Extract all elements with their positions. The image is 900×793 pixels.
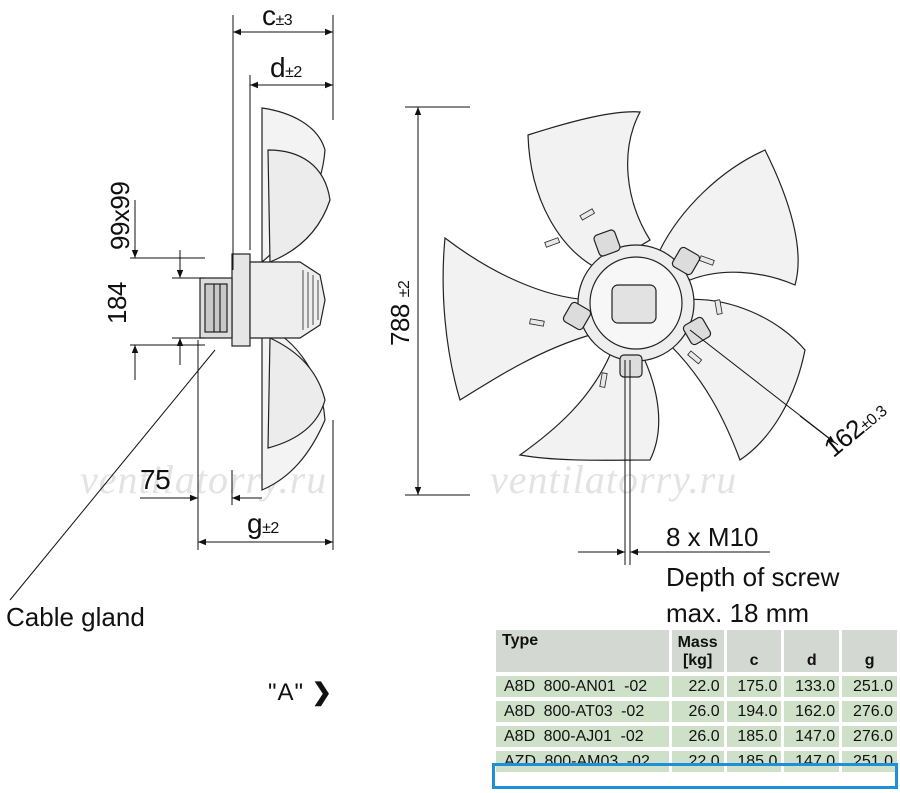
cell-g: 251.0: [842, 751, 897, 772]
cell-c: 185.0: [726, 726, 782, 747]
dim-75-label: 75: [140, 464, 171, 495]
dim-diameter-tolerance: ±2: [396, 280, 413, 298]
front-view: [442, 111, 806, 461]
cell-c: 194.0: [726, 701, 782, 722]
dim-diameter-label: 788 ±2: [385, 281, 416, 346]
view-a-text: "A": [268, 679, 305, 706]
table-row-selected[interactable]: AZD 800-AM03 -02 22.0 185.0 147.0 251.0: [496, 751, 897, 772]
header-c: c: [726, 630, 782, 672]
dim-d-tolerance: ±2: [285, 64, 302, 81]
dim-diameter-value: 788: [385, 304, 415, 346]
cable-gland-label: Cable gland: [6, 602, 145, 632]
view-a-label: "A" ❯: [268, 678, 333, 707]
dim-99x99-label: 99x99: [105, 181, 135, 250]
cell-d: 147.0: [784, 726, 840, 747]
header-mass-label: Mass: [677, 634, 718, 651]
cell-mass: 26.0: [671, 726, 724, 747]
dim-184-label: 184: [102, 282, 132, 324]
watermark-right: ventilatorry.ru: [490, 457, 738, 502]
screw-depth-line2: max. 18 mm: [666, 598, 810, 628]
screw-depth-line1: Depth of screw: [666, 562, 840, 592]
cell-type: A8D 800-AT03 -02: [496, 701, 669, 722]
cell-d: 147.0: [784, 751, 840, 772]
cell-g: 276.0: [842, 726, 897, 747]
header-type: Type: [496, 630, 669, 672]
cell-g: 251.0: [842, 676, 897, 697]
cell-d: 162.0: [784, 701, 840, 722]
dim-g-label: g±2: [247, 508, 279, 540]
cell-mass: 22.0: [671, 676, 724, 697]
dim-g-tolerance: ±2: [262, 520, 279, 537]
header-mass-unit: [kg]: [682, 652, 713, 669]
spec-table: Type Mass [kg] c d g A8D 800-AN01 -02 22…: [493, 626, 900, 776]
header-g: g: [842, 630, 897, 672]
cell-d: 133.0: [784, 676, 840, 697]
side-view: [199, 107, 331, 491]
screw-spec-label: 8 x M10: [666, 522, 759, 552]
dim-c-tolerance: ±3: [275, 12, 293, 29]
cell-type: A8D 800-AJ01 -02: [496, 726, 669, 747]
dim-c-label: c±3: [262, 0, 293, 32]
front-dimensions: [405, 106, 839, 565]
table-row[interactable]: A8D 800-AT03 -02 26.0 194.0 162.0 276.0: [496, 701, 897, 722]
dim-d-letter: d: [270, 52, 286, 83]
cell-mass: 26.0: [671, 701, 724, 722]
cell-c: 185.0: [726, 751, 782, 772]
cell-type: A8D 800-AN01 -02: [496, 676, 669, 697]
header-d: d: [784, 630, 840, 672]
cell-type: AZD 800-AM03 -02: [496, 751, 669, 772]
view-a-arrow-icon: ❯: [311, 679, 333, 706]
dim-d-label: d±2: [270, 52, 302, 84]
table-row[interactable]: A8D 800-AN01 -02 22.0 175.0 133.0 251.0: [496, 676, 897, 697]
spec-table-header: Type Mass [kg] c d g: [496, 630, 897, 672]
cell-mass: 22.0: [671, 751, 724, 772]
table-row[interactable]: A8D 800-AJ01 -02 26.0 185.0 147.0 276.0: [496, 726, 897, 747]
cell-c: 175.0: [726, 676, 782, 697]
side-dimensions: [9, 15, 334, 601]
cell-g: 276.0: [842, 701, 897, 722]
dim-g-letter: g: [247, 508, 263, 539]
header-mass: Mass [kg]: [671, 630, 724, 672]
dim-c-letter: c: [262, 0, 276, 31]
